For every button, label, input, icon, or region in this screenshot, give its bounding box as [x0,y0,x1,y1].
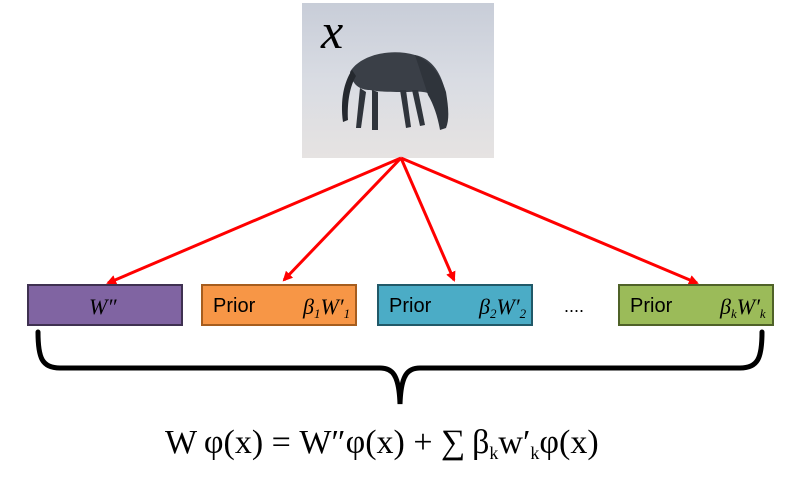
arrow-to-box-1 [106,156,402,285]
ellipsis: .... [564,296,585,316]
equation-sub-1: k [489,443,499,463]
arrow-to-box-3 [399,157,456,282]
equation: W φ(x) = W″φ(x) + ∑ βkw′kφ(x) [165,424,599,464]
prior-box-k: Prior βkW′k [618,284,774,326]
box-4-weight: βkW′k [720,294,766,321]
box-4-prior-label: Prior [630,295,673,317]
arrow-to-box-2 [282,156,403,282]
arrow-to-box-4 [400,156,699,285]
box-2-prior-label: Prior [213,295,256,317]
weight-box-w-double-prime: W″ [27,284,183,326]
brace [35,329,765,405]
equation-rhs: φ(x) [539,424,599,461]
equation-sub-2: k [530,443,540,463]
equation-mid: w′ [498,424,531,461]
box-1-weight: W″ [89,294,117,319]
prior-box-1: Prior β1W′1 [201,284,357,326]
box-3-prior-label: Prior [389,295,432,317]
arrows [106,156,699,285]
horse-image [302,3,494,158]
equation-lhs: W φ(x) = W″φ(x) + ∑ β [165,424,490,461]
prior-box-2: Prior β2W′2 [377,284,533,326]
box-3-weight: β2W′2 [479,294,527,321]
box-2-weight: β1W′1 [303,294,351,321]
image-variable-label: x [320,3,343,59]
